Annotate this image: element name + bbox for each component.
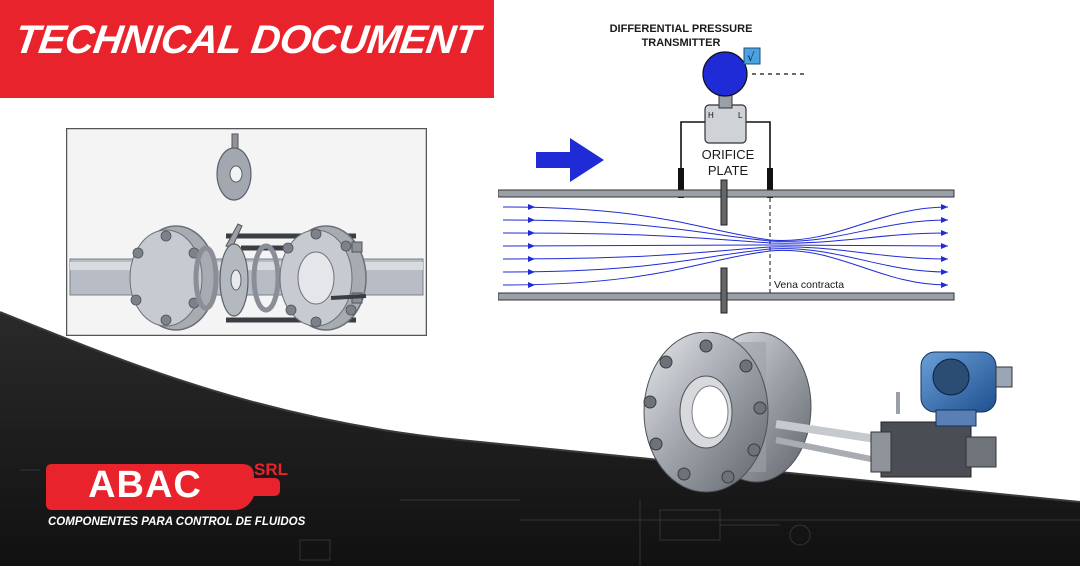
orifice-meter-product-photo [643,332,1013,493]
arrow-right-icon [536,138,604,182]
sqrt-symbol: √ [747,50,755,64]
high-port-label: H [708,111,714,120]
sqrt-icon [743,47,761,65]
title-banner [0,0,494,98]
abac-logo: ABAC SRL COMPONENTES PARA CONTROL DE FLU… [42,458,305,548]
logo-tagline: COMPONENTES PARA CONTROL DE FLUIDOS [48,516,306,528]
orifice-label-line1: ORIFICE [701,147,755,162]
orifice-plate-label: ORIFICE PLATE [683,147,773,179]
banner-title: TECHNICAL DOCUMENT [12,18,482,62]
exploded-orifice-assembly-illustration [66,128,427,336]
logo-suffix: SRL [254,460,288,479]
logo-name: ABAC [88,464,202,506]
logo-badge-shape [46,464,280,510]
orifice-flow-diagram: H L √ [498,47,955,314]
orifice-label-line2: PLATE [707,163,749,178]
vena-contracta-label: Vena contracta [774,279,845,291]
transmitter-label: DIFFERENTIAL PRESSURE TRANSMITTER [609,23,753,49]
low-port-label: L [738,111,743,120]
